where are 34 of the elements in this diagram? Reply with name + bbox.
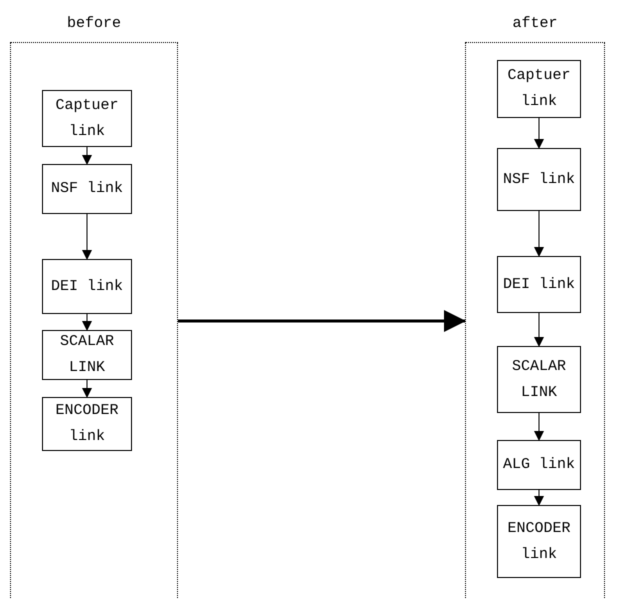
process-box (42, 90, 132, 147)
process-box (497, 505, 581, 578)
box-label: Captuer link (506, 66, 572, 112)
arrow (82, 214, 92, 260)
arrow (178, 310, 466, 332)
process-box (497, 60, 581, 118)
box-label: NSF link (50, 179, 124, 199)
process-box (497, 256, 581, 313)
arrow (534, 118, 544, 149)
box-label: ENCODER link (54, 401, 120, 447)
process-box (42, 259, 132, 314)
process-box (42, 330, 132, 380)
box-label: DEI link (502, 274, 576, 294)
box-label: NSF link (502, 170, 576, 190)
box-label: DEI link (50, 276, 124, 296)
process-box (497, 440, 581, 490)
process-box (42, 164, 132, 214)
process-box (497, 346, 581, 413)
group-title: before (66, 14, 122, 34)
arrow (82, 314, 92, 331)
arrow (534, 210, 544, 257)
box-label: ENCODER link (506, 518, 572, 564)
box-label: SCALAR LINK (58, 332, 115, 378)
arrow (82, 146, 92, 165)
box-label: Captuer link (54, 96, 120, 142)
arrow (534, 412, 544, 441)
process-box (497, 148, 581, 211)
arrow (82, 380, 92, 398)
group-title: after (511, 14, 558, 34)
process-box (42, 397, 132, 451)
box-label: SCALAR LINK (510, 356, 567, 402)
arrow (534, 490, 544, 506)
arrow (534, 312, 544, 347)
box-label: ALG link (502, 455, 576, 475)
